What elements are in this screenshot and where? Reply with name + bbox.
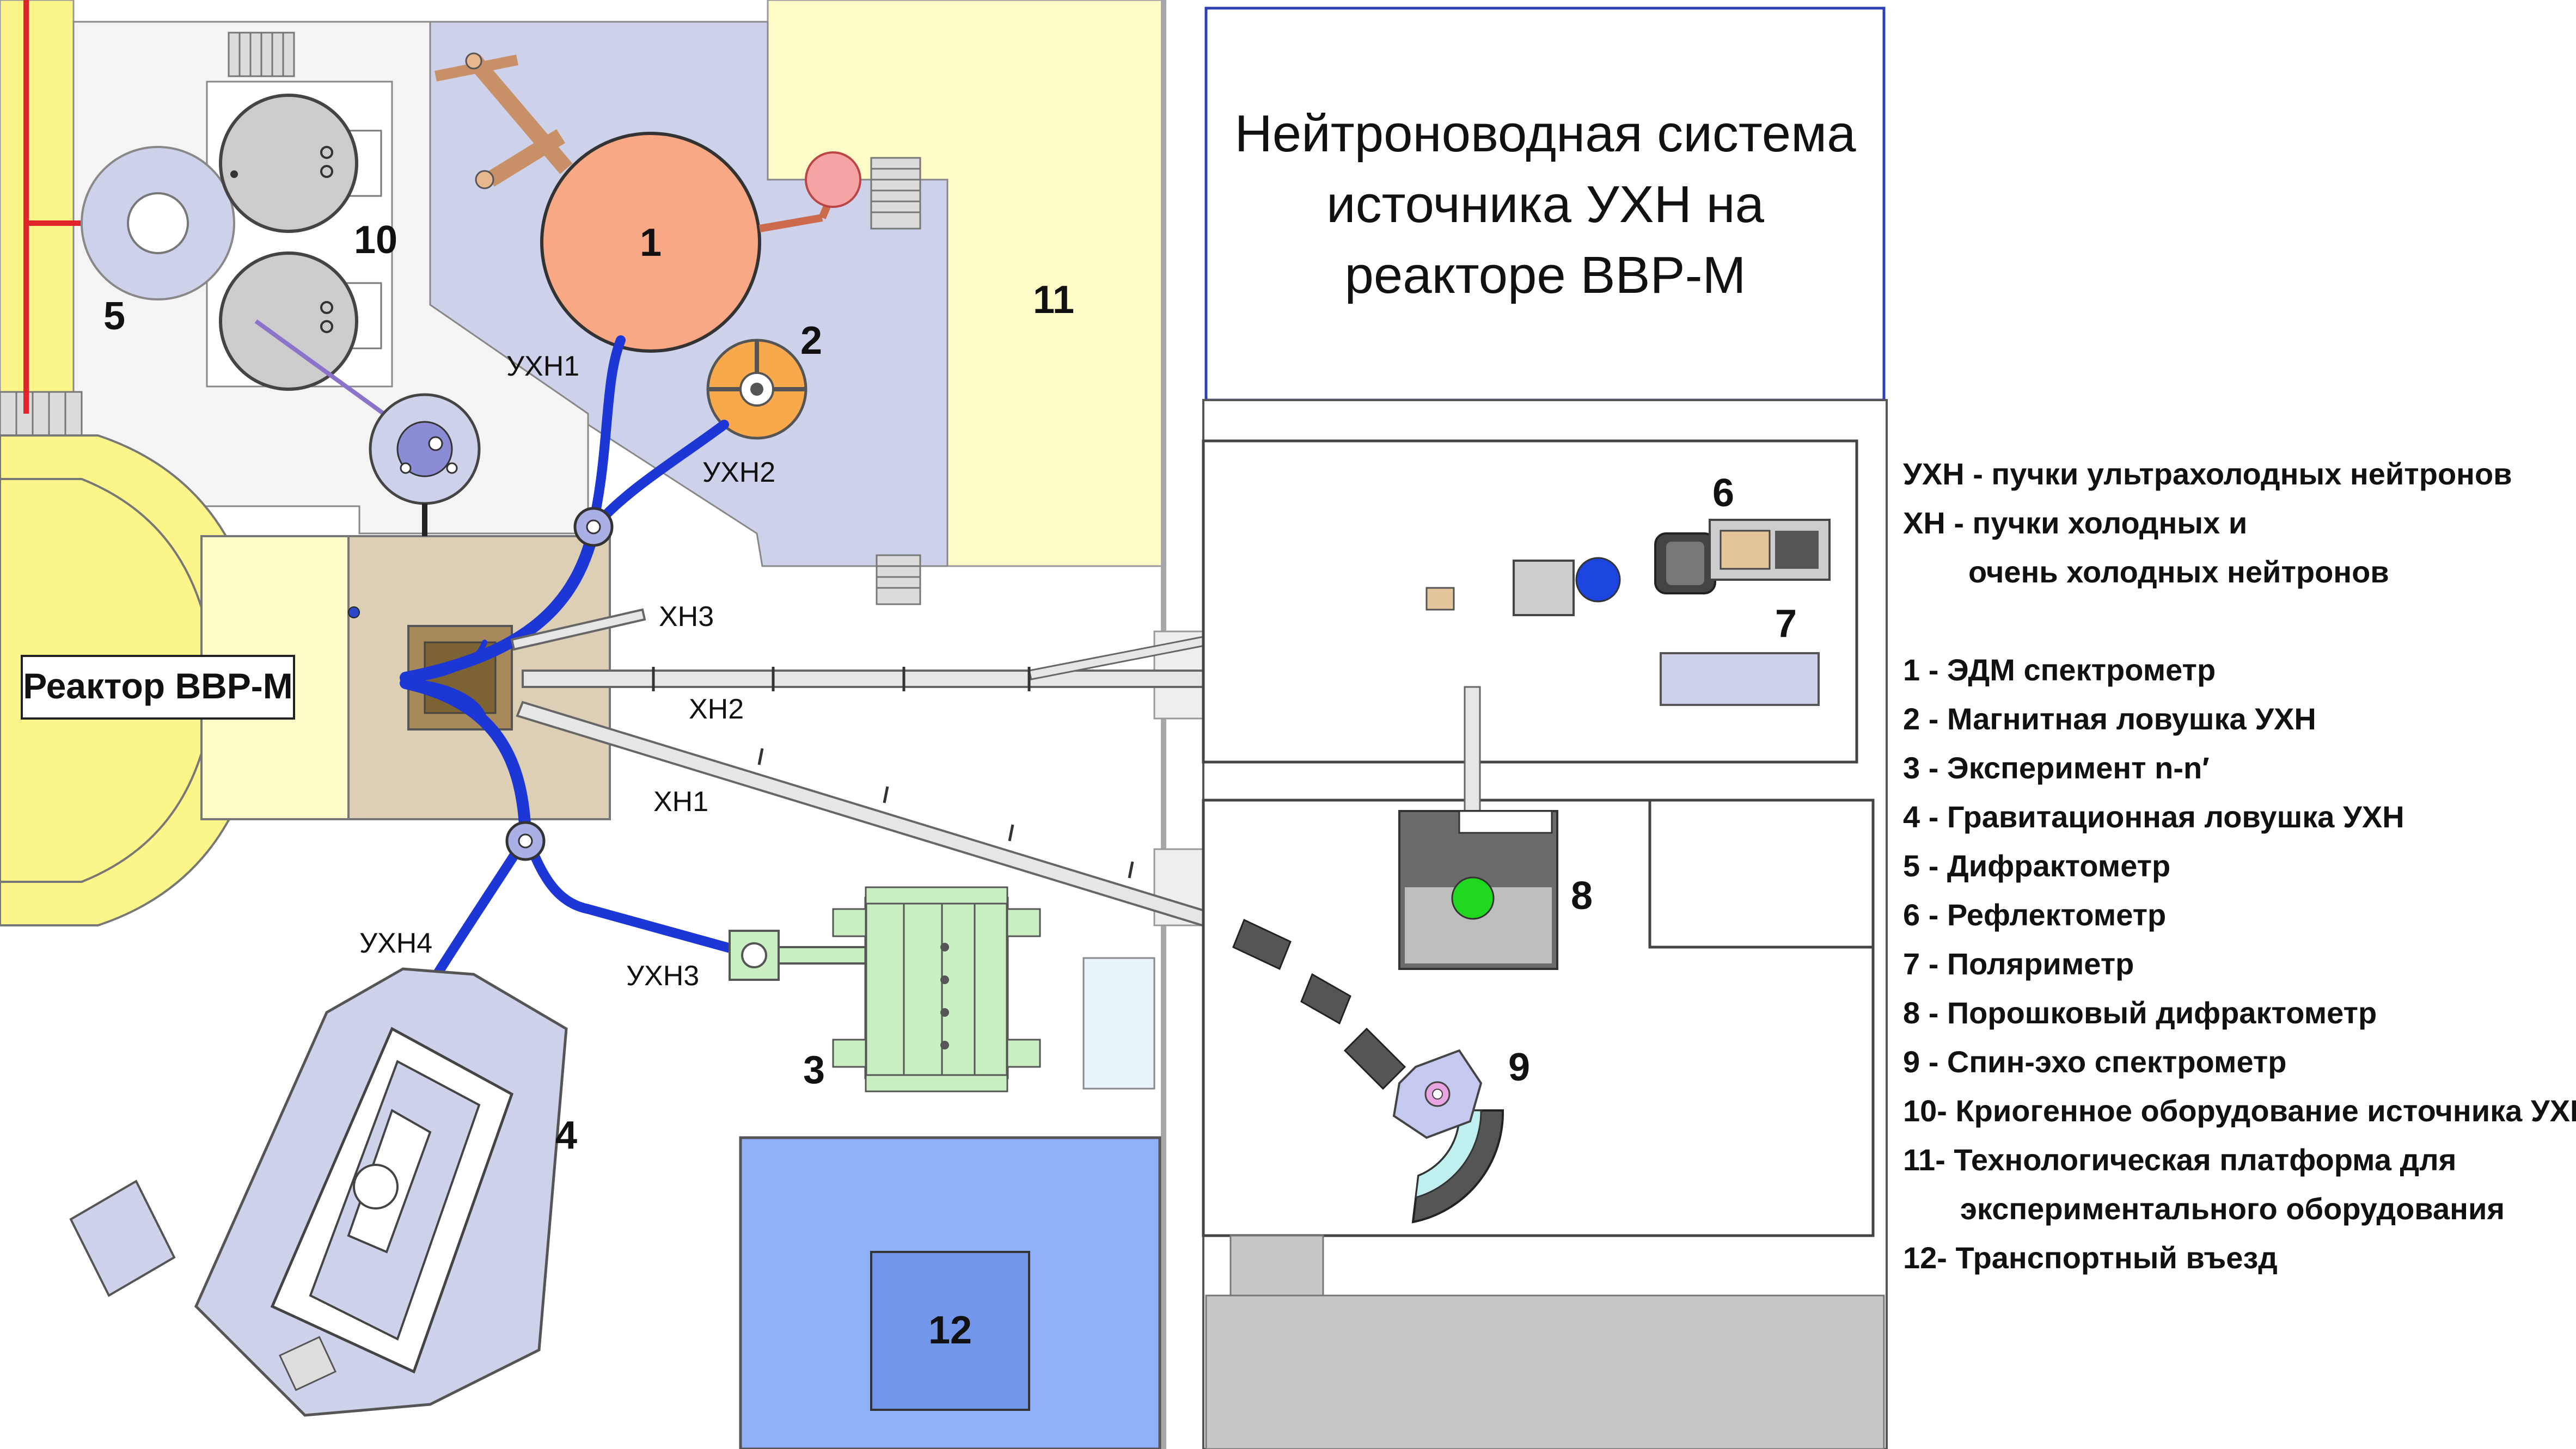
spin-echo-9: 9 (1232, 918, 1530, 1224)
gravitational-trap-stairs (69, 1180, 176, 1297)
utility-box (1082, 957, 1155, 1090)
legend-item-11-cont: экспериментального оборудования (1960, 1192, 2505, 1226)
cryo-tank-2 (219, 251, 358, 391)
label-10: 10 (354, 218, 397, 262)
diffractometer-5: 5 (23, 0, 235, 414)
label-4: 4 (555, 1114, 577, 1157)
label-5: 5 (103, 294, 125, 338)
legend-abbr-3: очень холодных нейтронов (1968, 555, 2389, 589)
stairs-lower (876, 554, 921, 605)
label-3: 3 (803, 1048, 825, 1092)
reactor-marker (348, 606, 360, 618)
transport-inner (870, 1251, 1030, 1411)
stairs-top (228, 32, 295, 77)
ucn2-guide (591, 420, 729, 530)
legend-item-4: 4 - Гравитационная ловушка УХН (1903, 800, 2404, 834)
label-hn1: ХН1 (653, 786, 708, 818)
label-uhn2: УХН2 (702, 457, 775, 488)
gravitational-trap-4: 4 (69, 967, 577, 1417)
legend-abbr-2: ХН - пучки холодных и (1903, 506, 2247, 540)
cryogenic-equipment-10: 10 (219, 94, 481, 536)
diffractometer-hub (127, 192, 189, 254)
title-line-3: реакторе ВВР-М (1344, 246, 1746, 304)
hn3-guide (510, 608, 646, 651)
left-yellow-strip (0, 0, 75, 415)
label-uhn1: УХН1 (506, 351, 579, 382)
legend-item-7: 7 - Поляриметр (1903, 947, 2134, 981)
polarimeter-body (1660, 652, 1820, 706)
ucn-main-upper (400, 525, 599, 684)
label-7: 7 (1775, 602, 1797, 646)
reactor-label-box (21, 655, 295, 720)
label-uhn4: УХН4 (359, 928, 432, 959)
stairs-left (0, 391, 83, 437)
title-box (1204, 7, 1886, 402)
ucn4-guide (425, 842, 525, 990)
side-room (1648, 799, 1875, 949)
legend-item-5: 5 - Дифрактометр (1903, 849, 2170, 883)
ucn1-guide (589, 335, 626, 527)
nn-experiment-3: 3 (729, 886, 1041, 1092)
legend-abbr-1: УХН - пучки ультрахолодных нейтронов (1903, 457, 2512, 491)
label-2: 2 (800, 319, 822, 363)
magnetic-trap-2: 2 11 (706, 278, 1074, 440)
legend-item-9: 9 - Спин-эхо спектрометр (1903, 1045, 2286, 1079)
label-hn2: ХН2 (689, 693, 744, 725)
ucn3-guide (526, 842, 751, 957)
reflectometer-6: 6 (1425, 471, 1831, 616)
title-line-1: Нейтроноводная система (1234, 105, 1856, 163)
stairs-right (870, 157, 921, 230)
label-12: 12 (928, 1309, 972, 1352)
powder-sample (1451, 876, 1495, 920)
edm-chamber (540, 132, 761, 353)
ucn-switches (505, 507, 614, 861)
label-6: 6 (1712, 471, 1734, 515)
service-block (1229, 1235, 1324, 1307)
nn-frame (864, 897, 1009, 1079)
label-8: 8 (1571, 874, 1593, 918)
label-9: 9 (1508, 1046, 1530, 1089)
powder-diffractometer-8: 8 (1398, 810, 1593, 970)
label-hn3: ХН3 (659, 601, 714, 633)
legend-item-8: 8 - Порошковый дифрактометр (1903, 996, 2377, 1030)
title-line-2: источника УХН на (1326, 175, 1765, 234)
legend-item-2: 2 - Магнитная ловушка УХН (1903, 702, 2316, 736)
label-uhn3: УХН3 (626, 960, 699, 992)
hall-wall (1161, 0, 1166, 1449)
legend-item-10: 10- Криогенное оборудование источника УХ… (1903, 1094, 2576, 1128)
legend: УХН - пучки ультрахолодных нейтронов ХН … (1903, 457, 2576, 1275)
cryo-tank-1 (219, 94, 358, 233)
edm-side-unit (805, 151, 861, 208)
ucn-guides (400, 335, 751, 990)
grey-floor (1205, 1294, 1885, 1449)
legend-item-1: 1 - ЭДМ спектрометр (1903, 653, 2216, 687)
cold-beam-labels: ХН3 ХН2 ХН1 (653, 601, 744, 818)
ucn-beam-labels: УХН1 УХН2 УХН3 УХН4 (359, 351, 775, 992)
right-hall: Нейтроноводная система источника УХН на … (1202, 7, 1888, 1449)
legend-item-6: 6 - Рефлектометр (1903, 898, 2166, 932)
reactor: Реактор ВВР-М (0, 434, 611, 926)
legend-item-12: 12- Транспортный въезд (1903, 1241, 2278, 1275)
label-1: 1 (640, 221, 662, 265)
legend-item-11: 11- Технологическая платформа для (1903, 1143, 2456, 1177)
edm-spectrometer-1: 1 (435, 52, 861, 353)
reflectometer-sample (1575, 557, 1621, 603)
ucn-main-lower (400, 677, 531, 842)
reactor-label: Реактор ВВР-М (23, 666, 293, 706)
legend-item-3: 3 - Эксперимент n-n′ (1903, 751, 2210, 785)
label-11: 11 (1033, 278, 1074, 322)
polarimeter-7: 7 (1464, 602, 1820, 813)
